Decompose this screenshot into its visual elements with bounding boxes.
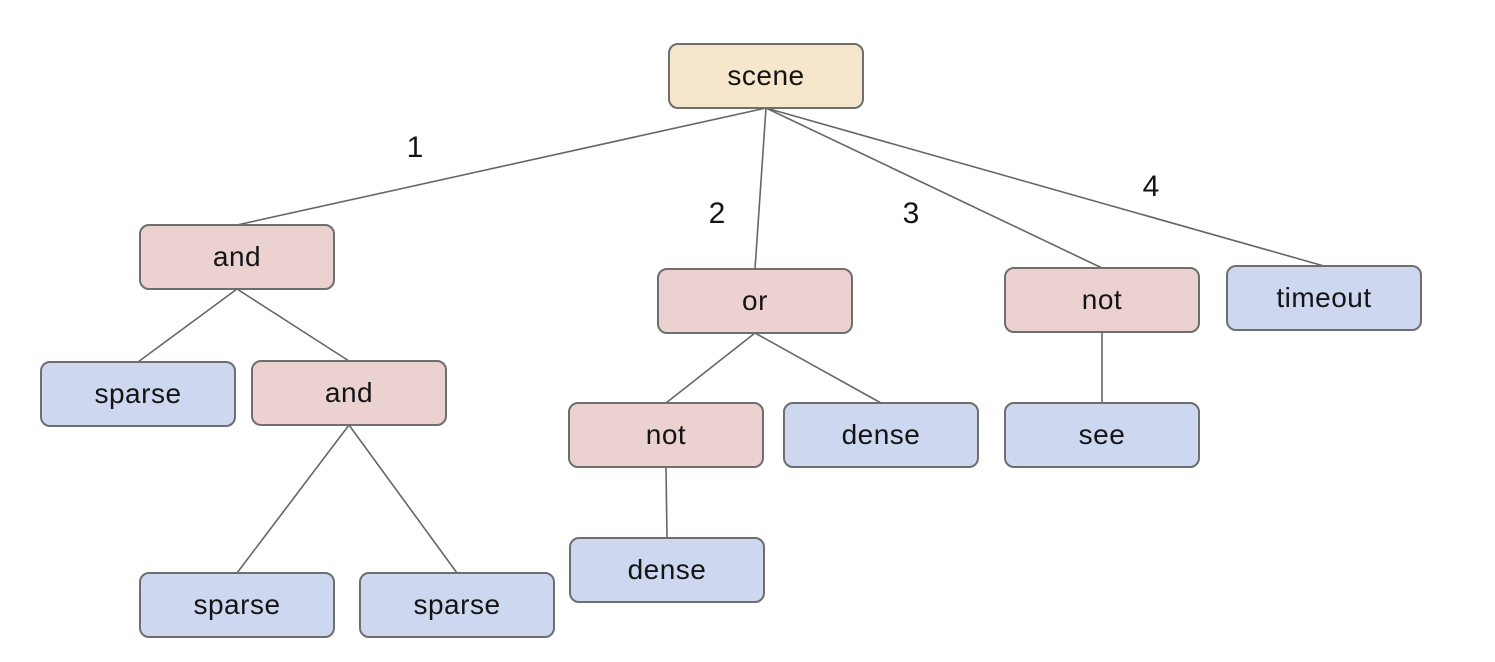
edge-label-4: 4 bbox=[1142, 170, 1160, 203]
tree-node-or1: or bbox=[657, 268, 853, 334]
tree-node-sparse1: sparse bbox=[40, 361, 236, 427]
edge-label-1: 1 bbox=[406, 131, 424, 164]
edge-and2-sparse3 bbox=[348, 424, 458, 574]
edge-label-3: 3 bbox=[902, 197, 920, 230]
tree-node-scene: scene bbox=[668, 43, 864, 109]
tree-node-sparse3: sparse bbox=[359, 572, 555, 638]
tree-node-not1: not bbox=[1004, 267, 1200, 333]
tree-node-see: see bbox=[1004, 402, 1200, 468]
tree-node-timeout: timeout bbox=[1226, 265, 1422, 331]
tree-node-dense2: dense bbox=[569, 537, 765, 603]
tree-node-dense1: dense bbox=[783, 402, 979, 468]
edge-scene-not1 bbox=[765, 107, 1103, 269]
edge-and2-sparse2 bbox=[236, 424, 350, 574]
edge-scene-or1 bbox=[754, 107, 767, 270]
edge-or1-dense1 bbox=[754, 332, 882, 404]
edge-scene-and1 bbox=[236, 107, 767, 226]
edge-label-2: 2 bbox=[708, 197, 726, 230]
tree-node-sparse2: sparse bbox=[139, 572, 335, 638]
tree-node-not2: not bbox=[568, 402, 764, 468]
tree-node-and2: and bbox=[251, 360, 447, 426]
edge-or1-not2 bbox=[665, 332, 756, 404]
edge-and1-sparse1 bbox=[137, 288, 238, 363]
edge-and1-and2 bbox=[236, 288, 350, 362]
edge-scene-timeout bbox=[765, 107, 1325, 267]
edge-not2-dense2 bbox=[665, 466, 668, 539]
tree-node-and1: and bbox=[139, 224, 335, 290]
